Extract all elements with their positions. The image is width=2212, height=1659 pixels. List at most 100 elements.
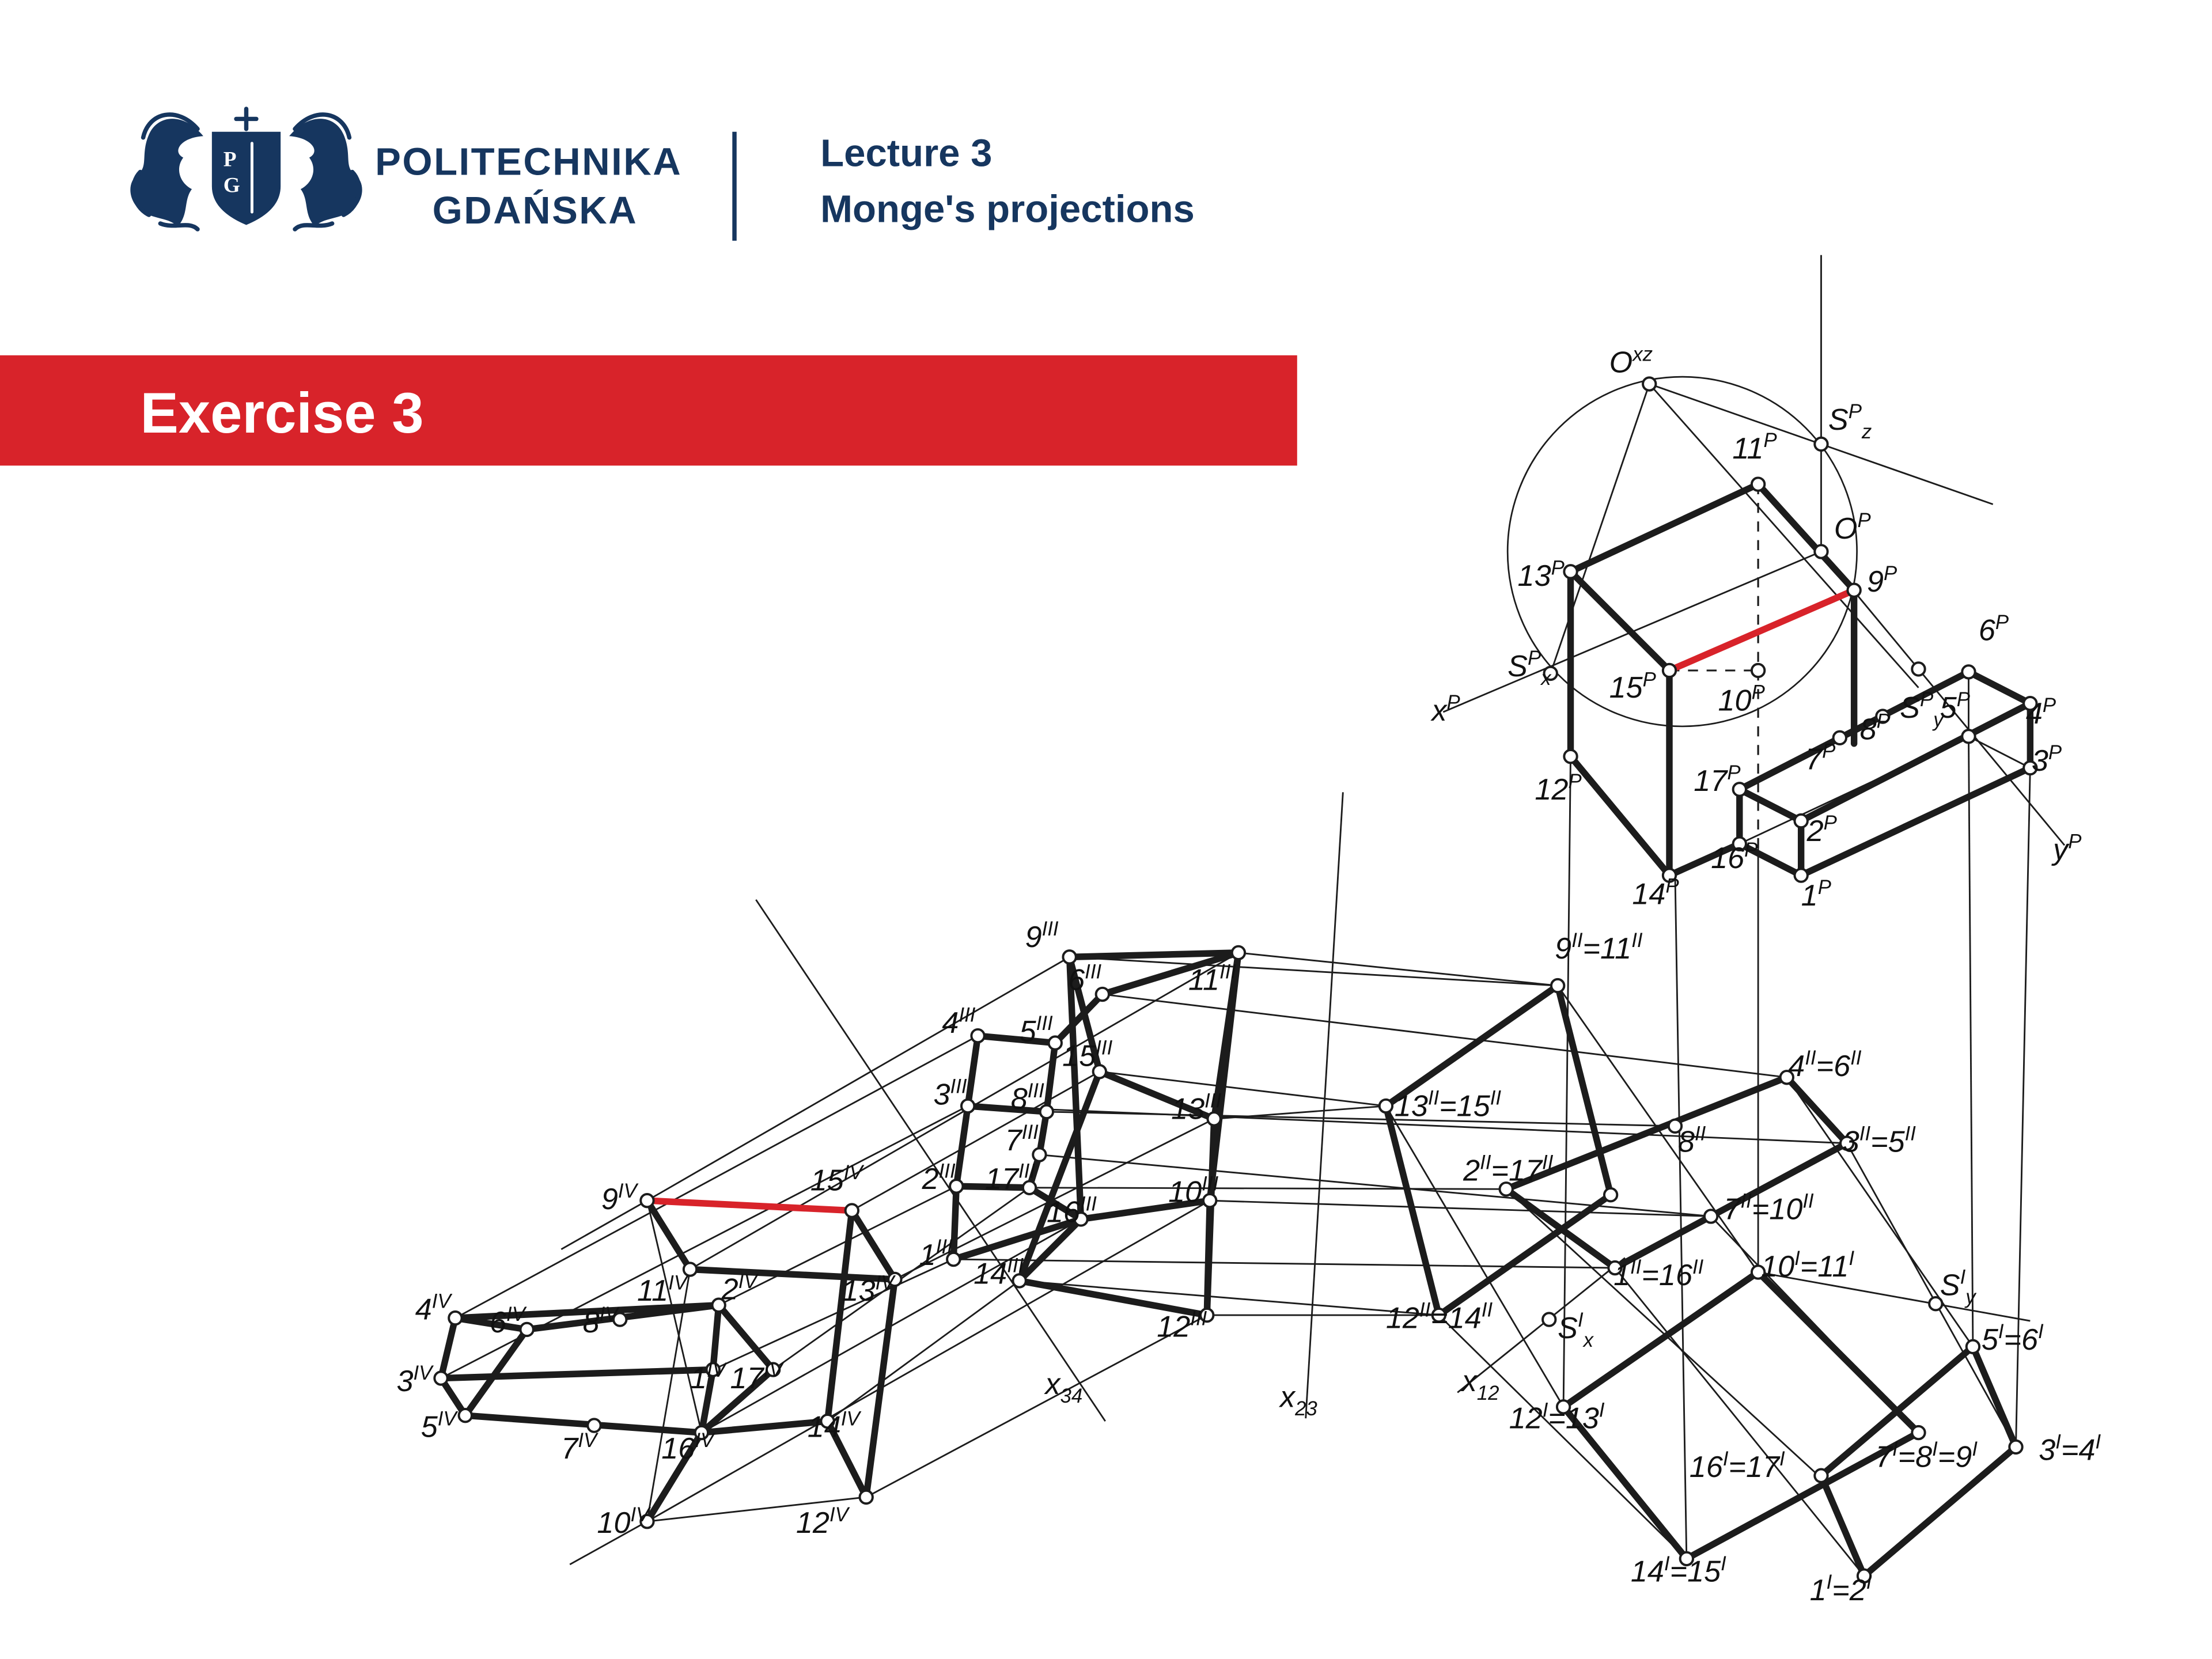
solid-edge <box>862 1276 899 1501</box>
vertex-label: 12III <box>1157 1308 1207 1344</box>
vertex-label: 16P <box>1711 839 1758 875</box>
vertex-marker <box>1661 868 1677 883</box>
hidden-edges <box>1669 484 1759 849</box>
vertex-label: 13P <box>1518 556 1565 593</box>
vertex-label: 13III <box>1171 1089 1221 1126</box>
construction-line <box>1238 952 1558 987</box>
vertex-marker <box>1928 1296 1944 1312</box>
vertex-label: 5P <box>1940 688 1970 725</box>
construction-line <box>1457 1257 1626 1393</box>
crest-lion-left-icon <box>130 112 203 232</box>
vertex-marker <box>1543 665 1558 681</box>
vertex-label: 14P <box>1632 874 1679 911</box>
vertex-label: 9III <box>1025 918 1059 954</box>
solid-edge <box>1736 840 1805 879</box>
solid-edge <box>1066 949 1242 961</box>
vertex-label: x34 <box>1043 1368 1082 1407</box>
vertex-marker <box>1750 476 1766 492</box>
vertex-marker <box>519 1321 535 1338</box>
vertex-label: 3II=5II <box>1843 1123 1916 1159</box>
construction-line <box>718 1185 957 1306</box>
vertex-label: 2II=17II <box>1463 1151 1554 1187</box>
highlighted-edge <box>1666 586 1858 674</box>
vertex-label: 17P <box>1694 762 1740 798</box>
vertex-marker <box>1378 1098 1394 1114</box>
vertex-label: 10I=11I <box>1761 1247 1854 1283</box>
vertex-marker <box>1073 1211 1089 1227</box>
solid-edge <box>953 1103 971 1190</box>
construction-line <box>1562 756 1571 1407</box>
solid-edge <box>437 1315 459 1382</box>
vertex-label: 9P <box>1867 562 1897 599</box>
vertex-label: 11IV <box>637 1271 689 1308</box>
vertex-marker <box>1230 945 1247 961</box>
solid-edge <box>964 1032 982 1109</box>
solid-edge <box>715 1301 777 1373</box>
construction-line <box>755 899 1106 1422</box>
vertex-label: 2III <box>922 1160 956 1196</box>
solid-edge <box>437 1366 717 1382</box>
vertex-marker <box>1813 1468 1829 1483</box>
vertex-marker <box>1062 949 1077 965</box>
vertex-label: 10IV <box>597 1503 651 1540</box>
solid-edge <box>1554 982 1614 1198</box>
vertex-marker <box>1661 662 1677 679</box>
construction-line <box>1758 1271 2031 1322</box>
vertex-label: 5IV <box>421 1408 459 1444</box>
solid-edge <box>452 1301 722 1321</box>
vertex-label: SPx <box>1508 647 1552 690</box>
solid-edge <box>643 1429 705 1525</box>
solid-edge <box>1736 668 1972 793</box>
solid-edge <box>1683 1429 1922 1562</box>
solid-edge <box>1026 1184 1085 1223</box>
vertex-label: 3P <box>2032 741 2062 778</box>
highlighted-edge <box>643 1197 855 1214</box>
construction-line <box>851 1071 1100 1211</box>
solid-edge <box>950 1215 1085 1263</box>
vertex-label: Oxz <box>1609 343 1653 380</box>
vertex-label: 2P <box>1806 812 1837 848</box>
vertex-label: 7IV <box>561 1429 599 1465</box>
vertex-marker <box>970 1028 986 1044</box>
vertex-marker <box>1047 1035 1063 1051</box>
crest-cross-icon <box>234 107 259 131</box>
solid-edge <box>1096 1068 1218 1123</box>
vertex-marker <box>1856 1568 1872 1584</box>
vertex-label: SIy <box>1940 1266 1977 1308</box>
vertex-marker <box>1779 1070 1794 1085</box>
vertex-label: 1III <box>919 1236 953 1272</box>
vertex-marker <box>1021 1180 1037 1195</box>
vertex-label: 5I=6I <box>1982 1320 2044 1357</box>
solid-edge <box>1382 982 1561 1109</box>
vertex-marker <box>1965 1339 1981 1355</box>
construction-line <box>968 1105 1847 1145</box>
vertex-label: 4IV <box>415 1290 453 1327</box>
solid-edge <box>964 1103 1050 1115</box>
vertex-label: 17III <box>985 1160 1035 1196</box>
vertex-label: 9IV <box>601 1180 639 1216</box>
vertex-label: 13II=15II <box>1395 1087 1502 1123</box>
construction-line <box>1099 1070 1387 1107</box>
construction-line <box>1505 1188 1816 1474</box>
solid-edge <box>1755 1268 1922 1436</box>
solid-edge <box>462 1326 531 1419</box>
exercise-banner-bar <box>0 355 1297 466</box>
vertex-marker <box>2022 695 2038 711</box>
solid-edge <box>462 1412 705 1436</box>
vertex-label: 6P <box>1979 611 2009 647</box>
vertex-marker <box>1206 1111 1222 1127</box>
solid-edge <box>824 1207 855 1425</box>
vertex-label: 7I=8I=9I <box>1876 1438 1978 1474</box>
vertex-label: 1IV <box>690 1359 728 1395</box>
vertex-marker <box>1092 1064 1107 1080</box>
solid-edge <box>1502 1185 1619 1271</box>
vertex-marker <box>1563 748 1578 764</box>
solid-edge <box>1043 1039 1059 1115</box>
solid-edge <box>1817 1343 1976 1479</box>
vertex-marker <box>1793 868 1809 883</box>
vertex-marker <box>1498 1181 1514 1197</box>
pg-logo: P G <box>130 107 362 232</box>
solid-edge <box>698 1366 777 1436</box>
